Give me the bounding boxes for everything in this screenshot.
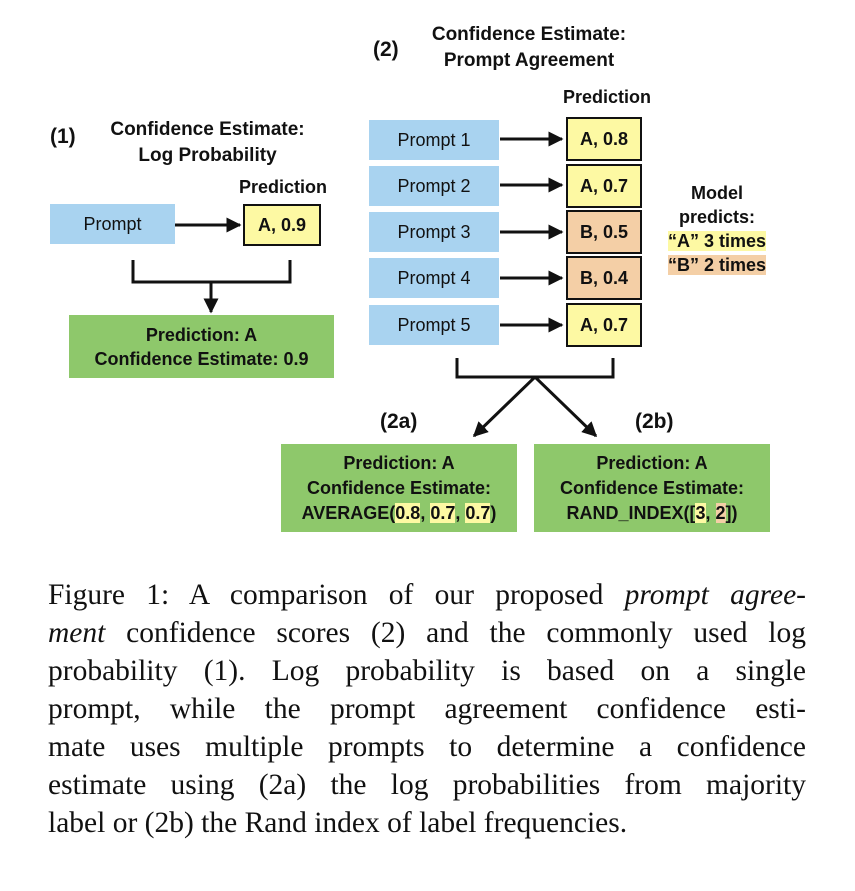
prompt-box: Prompt 2: [369, 166, 499, 206]
formula-suffix: ]): [725, 502, 738, 523]
panel-2-title-line2: Prompt Agreement: [443, 50, 615, 71]
panel-1-title-line1: Confidence Estimate:: [110, 119, 305, 140]
prediction-header: Prediction: [562, 87, 651, 107]
prompt-label: Prompt 1: [397, 129, 471, 150]
rand-index-formula: RAND_INDEX([3, 2]): [566, 501, 738, 526]
prediction-box: A, 0.7: [566, 303, 642, 347]
formula-separator: ,: [420, 502, 431, 523]
caption-line: label or (2b) the Rand index of label fr…: [48, 804, 806, 842]
prediction-box: A, 0.8: [566, 117, 642, 161]
prediction-box: A, 0.9: [243, 204, 321, 246]
rand-index-result-box: Prediction: A Confidence Estimate: RAND_…: [534, 444, 770, 532]
model-line1: Model: [691, 183, 743, 203]
prediction-value: B, 0.4: [579, 267, 629, 288]
result-prediction: Prediction: A: [145, 324, 258, 345]
prompt-box: Prompt 1: [369, 120, 499, 160]
prompt-label: Prompt 4: [397, 267, 471, 288]
formula-value: 0.7: [430, 502, 456, 523]
model-line2: predicts:: [678, 207, 756, 227]
prompt-box: Prompt 4: [369, 258, 499, 298]
label-2a: (2a): [380, 410, 418, 433]
caption-line: estimate using (2a) the log probabilitie…: [48, 766, 806, 804]
panel-1-number: (1): [50, 125, 76, 148]
prompt-label: Prompt 3: [397, 221, 471, 242]
formula-value: 3: [695, 502, 706, 523]
arrow-line: [472, 375, 537, 438]
formula-separator: ,: [455, 502, 466, 523]
result-prediction: Prediction: A: [596, 452, 708, 473]
caption-text: prompt, while the prompt agreement confi…: [48, 693, 806, 725]
prompt-box: Prompt 5: [369, 305, 499, 345]
caption-text: probability (1). Log probability is base…: [48, 655, 806, 687]
prompt-label: Prompt 2: [397, 175, 471, 196]
prompt-box: Prompt 3: [369, 212, 499, 252]
caption-line: probability (1). Log probability is base…: [48, 652, 806, 690]
figure-caption: Figure 1: A comparison of our proposed p…: [48, 576, 806, 842]
average-formula: AVERAGE(0.8, 0.7, 0.7): [301, 501, 497, 526]
prediction-value: A, 0.9: [257, 214, 307, 235]
panel-1-title: Confidence Estimate: Log Probability: [80, 117, 335, 169]
arrow-line: [533, 375, 598, 438]
caption-text: estimate using (2a) the log probabilitie…: [48, 769, 806, 801]
result-confidence: Confidence Estimate:: [306, 477, 492, 498]
caption-emphasis: ment: [48, 617, 106, 649]
prediction-value: A, 0.7: [579, 314, 629, 335]
prediction-value: B, 0.5: [579, 221, 629, 242]
caption-text: mate uses multiple prompts to determine …: [48, 731, 806, 763]
prompt-box: Prompt: [50, 204, 175, 244]
bracket: [455, 358, 615, 379]
formula-suffix: ): [490, 502, 497, 523]
formula-value: 0.8: [395, 502, 421, 523]
caption-line: mate uses multiple prompts to determine …: [48, 728, 806, 766]
prediction-header: Prediction: [238, 177, 327, 197]
formula-prefix: RAND_INDEX([: [566, 502, 696, 523]
connectors: [131, 131, 615, 438]
formula-prefix: AVERAGE(: [301, 502, 396, 523]
formula-value: 0.7: [465, 502, 491, 523]
model-line3: “A” 3 times: [667, 231, 767, 251]
panel-2-number: (2): [373, 38, 399, 61]
prediction-box: B, 0.4: [566, 256, 642, 300]
label-2b: (2b): [635, 410, 674, 433]
caption-emphasis: prompt agree-: [624, 579, 806, 611]
prediction-box: A, 0.7: [566, 164, 642, 208]
result-confidence: Confidence Estimate: 0.9: [94, 348, 309, 369]
caption-line: ment confidence scores (2) and the commo…: [48, 614, 806, 652]
prediction-value: A, 0.7: [579, 175, 629, 196]
panel-2-title-line1: Confidence Estimate:: [431, 24, 627, 45]
caption-text: Figure 1: A comparison of our proposed: [48, 579, 625, 611]
caption-line: prompt, while the prompt agreement confi…: [48, 690, 806, 728]
formula-value: 2: [715, 502, 726, 523]
caption-text: label or (2b) the Rand index of label fr…: [48, 807, 628, 839]
caption-line: Figure 1: A comparison of our proposed p…: [48, 576, 806, 614]
panel-1-title-line2: Log Probability: [138, 145, 277, 166]
result-confidence: Confidence Estimate:: [559, 477, 745, 498]
model-line4: “B” 2 times: [667, 255, 767, 275]
formula-separator: ,: [705, 502, 716, 523]
model-predicts-note: Model predicts: “A” 3 times “B” 2 times: [652, 181, 782, 277]
prompt-label: Prompt: [83, 213, 142, 234]
bracket: [131, 260, 292, 284]
prediction-box: B, 0.5: [566, 210, 642, 254]
panel-2-title: Confidence Estimate: Prompt Agreement: [404, 22, 654, 74]
caption-text: confidence scores (2) and the commonly u…: [105, 617, 806, 649]
prediction-value: A, 0.8: [579, 128, 629, 149]
average-result-box: Prediction: A Confidence Estimate: AVERA…: [281, 444, 517, 532]
result-box: Prediction: A Confidence Estimate: 0.9: [69, 315, 334, 378]
prompt-label: Prompt 5: [397, 314, 471, 335]
result-prediction: Prediction: A: [343, 452, 455, 473]
